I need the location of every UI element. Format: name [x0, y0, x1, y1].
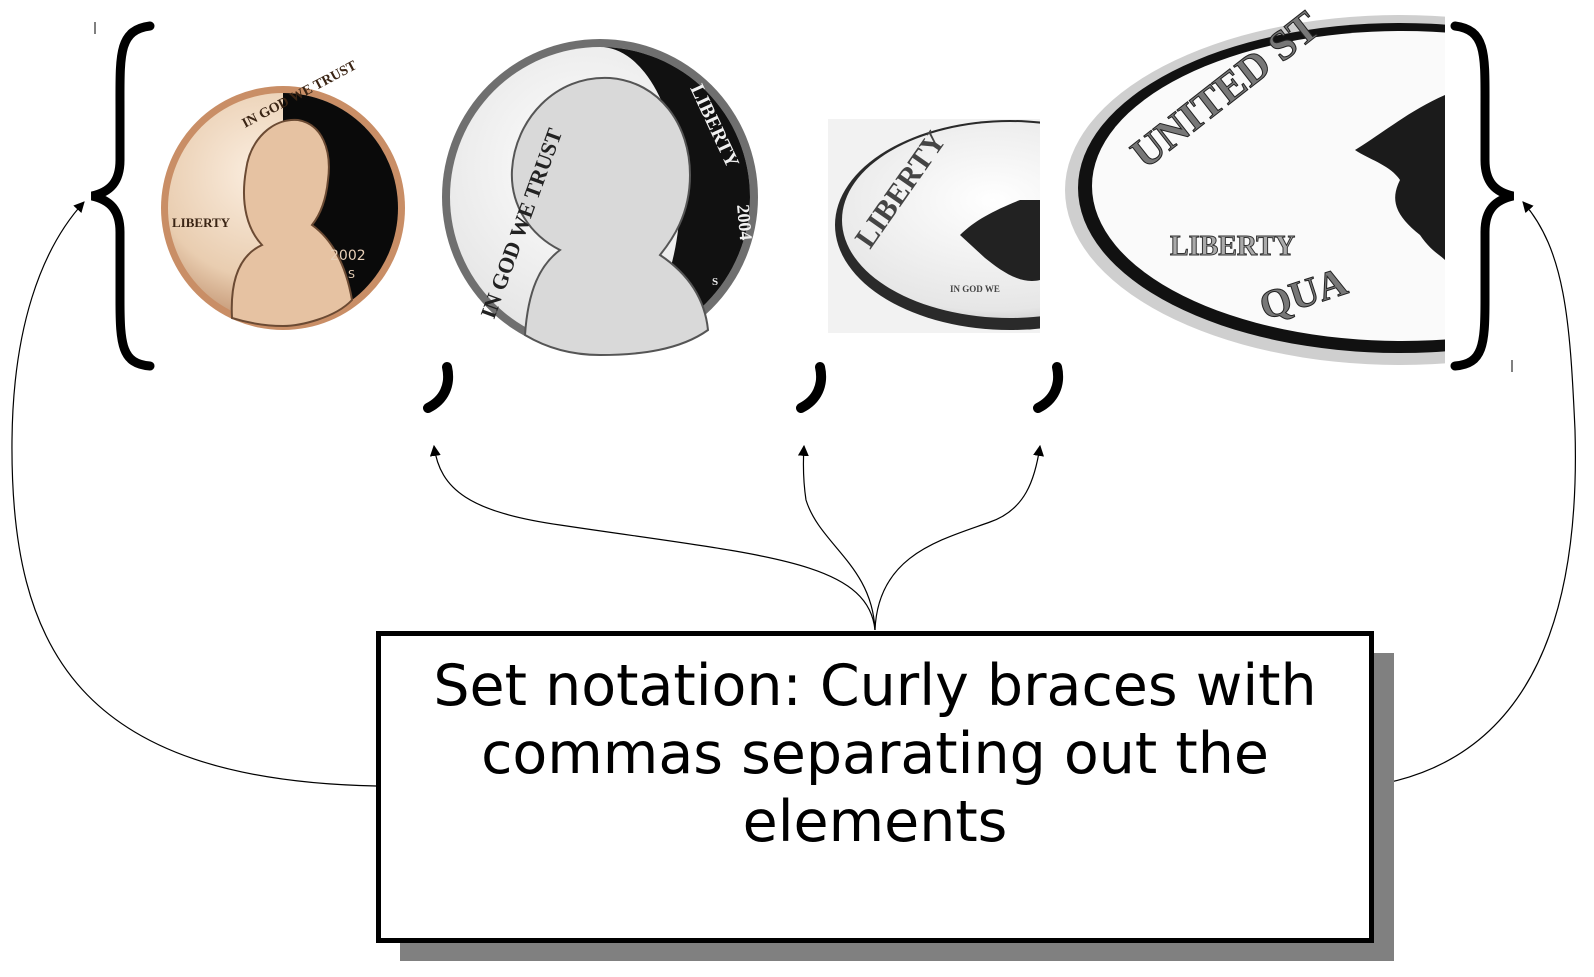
penny-year: 2002 — [330, 248, 366, 264]
comma-separator — [423, 362, 453, 413]
quarter-liberty: LIBERTY — [1170, 231, 1295, 262]
arrow-to-first-comma — [429, 444, 876, 631]
arrow-to-left-brace — [11, 201, 377, 787]
comma-separator — [796, 362, 826, 413]
arrow-to-right-brace — [1369, 201, 1576, 787]
nickel-coin-icon: IN GOD WE TRUST LIBERTY 2004 S — [442, 39, 758, 357]
dime-motto: IN GOD WE — [950, 284, 1000, 294]
arrow-to-third-comma — [874, 444, 1044, 631]
arrow-to-second-comma — [797, 444, 876, 631]
left-curly-brace — [90, 21, 155, 371]
nickel-mint: S — [712, 276, 718, 288]
penny-liberty: LIBERTY — [172, 215, 231, 230]
right-curly-brace — [1450, 21, 1515, 371]
caption-box: Set notation: Curly braces with commas s… — [376, 631, 1374, 943]
dime-coin-icon: LIBERTY IN GOD WE — [828, 119, 1040, 333]
comma-separator — [1033, 362, 1063, 413]
penny-mint: S — [348, 268, 355, 281]
penny-coin-icon: IN GOD WE TRUST LIBERTY 2002 S — [161, 58, 405, 330]
quarter-coin-icon: UNITED ST LIBERTY QUA — [1065, 5, 1445, 365]
nickel-year: 2004 — [733, 204, 756, 242]
caption-text: Set notation: Curly braces with commas s… — [433, 653, 1317, 855]
